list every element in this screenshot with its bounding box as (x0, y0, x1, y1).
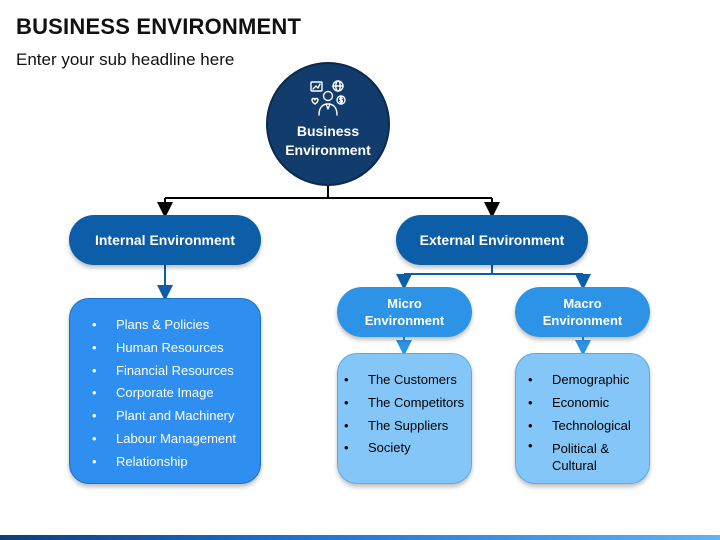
list-item: Financial Resources (92, 360, 260, 383)
internal-environment-label: Internal Environment (94, 232, 236, 248)
list-item: Economic (528, 392, 649, 415)
root-label: Business Environment (285, 122, 371, 160)
micro-factors-list: The Customers The Competitors The Suppli… (344, 369, 471, 460)
root-label-line1: Business (296, 123, 360, 139)
micro-label-line2: Environment (364, 313, 445, 328)
list-item: Plans & Policies (92, 314, 260, 337)
macro-label-line2: Environment (542, 313, 623, 328)
macro-environment-node: Macro Environment (515, 287, 650, 337)
list-item: Technological (528, 415, 649, 438)
list-item: Corporate Image (92, 382, 260, 405)
root-label-line2: Environment (285, 142, 371, 158)
page-title: BUSINESS ENVIRONMENT (16, 14, 302, 39)
page-subtitle: Enter your sub headline here (16, 50, 235, 69)
businessman-icon (310, 80, 346, 116)
macro-label-line1: Macro (563, 296, 602, 311)
micro-factors-box: The Customers The Competitors The Suppli… (337, 353, 472, 484)
list-item: Labour Management (92, 428, 260, 451)
internal-environment-node: Internal Environment (69, 215, 261, 265)
root-node: Business Environment (266, 62, 390, 186)
external-environment-label: External Environment (419, 232, 565, 248)
list-item-line1: Political & (552, 441, 610, 457)
list-item: The Competitors (344, 392, 471, 415)
macro-factors-box: Demographic Economic Technological Polit… (515, 353, 650, 484)
list-item: Plant and Machinery (92, 405, 260, 428)
list-item: The Customers (344, 369, 471, 392)
list-item: Relationship (92, 451, 260, 474)
macro-factors-list: Demographic Economic Technological Polit… (528, 369, 649, 474)
footer-bar (0, 535, 720, 540)
connector-root (157, 186, 500, 218)
connector-external (396, 265, 591, 290)
internal-factors-box: Plans & Policies Human Resources Financi… (69, 298, 261, 484)
list-item-line2: Cultural (552, 458, 597, 474)
list-item: Society (344, 437, 471, 460)
list-item: Human Resources (92, 337, 260, 360)
list-item: The Suppliers (344, 415, 471, 438)
external-environment-node: External Environment (396, 215, 588, 265)
internal-factors-list: Plans & Policies Human Resources Financi… (92, 314, 260, 474)
micro-label-line1: Micro (387, 296, 422, 311)
list-item: Demographic (528, 369, 649, 392)
micro-environment-node: Micro Environment (337, 287, 472, 337)
list-item: Political & Cultural (528, 437, 649, 474)
